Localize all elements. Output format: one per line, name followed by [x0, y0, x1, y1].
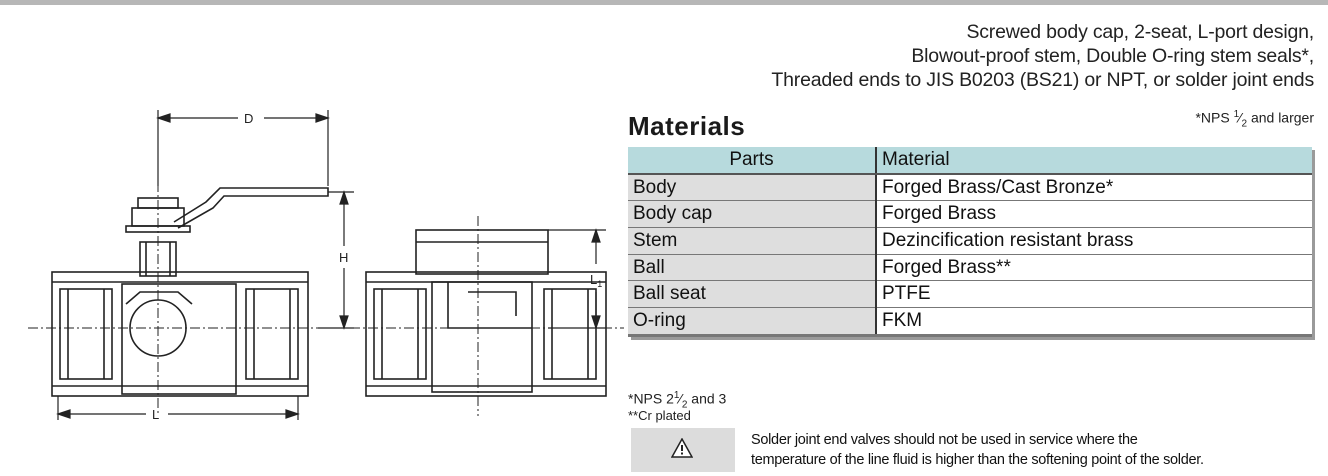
- table-row: Body Forged Brass/Cast Bronze*: [628, 173, 1312, 202]
- part-cell: Ball: [628, 254, 876, 282]
- top-rule: [0, 0, 1328, 5]
- part-cell: Ball seat: [628, 280, 876, 309]
- body-cap-outline: [415, 229, 549, 275]
- material-cell: Forged Brass/Cast Bronze*: [875, 173, 1312, 202]
- part-cell: Stem: [628, 227, 876, 255]
- dim-label-h: H: [339, 250, 348, 265]
- table-row: Stem Dezincification resistant brass: [628, 227, 1312, 255]
- side-body-outline: [365, 271, 607, 397]
- material-cell: PTFE: [875, 280, 1312, 309]
- table-row: Body cap Forged Brass: [628, 200, 1312, 229]
- part-cell: O-ring: [628, 307, 876, 337]
- footnote-body: *NPS 21⁄2 and 3: [628, 390, 727, 411]
- handle-outline: [173, 187, 329, 229]
- warning-box: [631, 428, 735, 472]
- warning-line: Solder joint end valves should not be us…: [751, 432, 1138, 448]
- footnote-ball: **Cr plated: [628, 408, 691, 423]
- description-line: Blowout-proof stem, Double O-ring stem s…: [911, 45, 1314, 67]
- table-row: O-ring FKM: [628, 307, 1312, 337]
- dim-label-d: D: [244, 111, 253, 126]
- material-cell: Forged Brass**: [875, 254, 1312, 282]
- material-cell: FKM: [875, 307, 1312, 337]
- warning-text: Solder joint end valves should not be us…: [751, 430, 1204, 470]
- description-line: Screwed body cap, 2-seat, L-port design,: [966, 21, 1314, 43]
- front-body-outline: [51, 271, 309, 397]
- description-line: Threaded ends to JIS B0203 (BS21) or NPT…: [771, 69, 1314, 91]
- header-material: Material: [875, 147, 1312, 175]
- size-note: *NPS 1⁄2 and larger: [1195, 109, 1314, 130]
- material-cell: Forged Brass: [875, 200, 1312, 229]
- warning-line: temperature of the line fluid is higher …: [751, 452, 1204, 468]
- header-parts: Parts: [628, 147, 876, 175]
- valve-drawing: D H L L1: [28, 110, 624, 422]
- valve-description: Screwed body cap, 2-seat, L-port design,…: [771, 20, 1314, 92]
- dim-label-l1: L1: [590, 272, 602, 289]
- material-cell: Dezincification resistant brass: [875, 227, 1312, 255]
- table-row: Ball Forged Brass**: [628, 254, 1312, 282]
- part-cell: Body: [628, 173, 876, 202]
- materials-table: Parts Material Body Forged Brass/Cast Br…: [628, 147, 1312, 337]
- part-cell: Body cap: [628, 200, 876, 229]
- warning-triangle-icon: [671, 438, 693, 458]
- table-header-row: Parts Material: [628, 147, 1312, 175]
- materials-title: Materials: [628, 111, 746, 141]
- dim-label-l: L: [152, 407, 159, 422]
- table-row: Ball seat PTFE: [628, 280, 1312, 309]
